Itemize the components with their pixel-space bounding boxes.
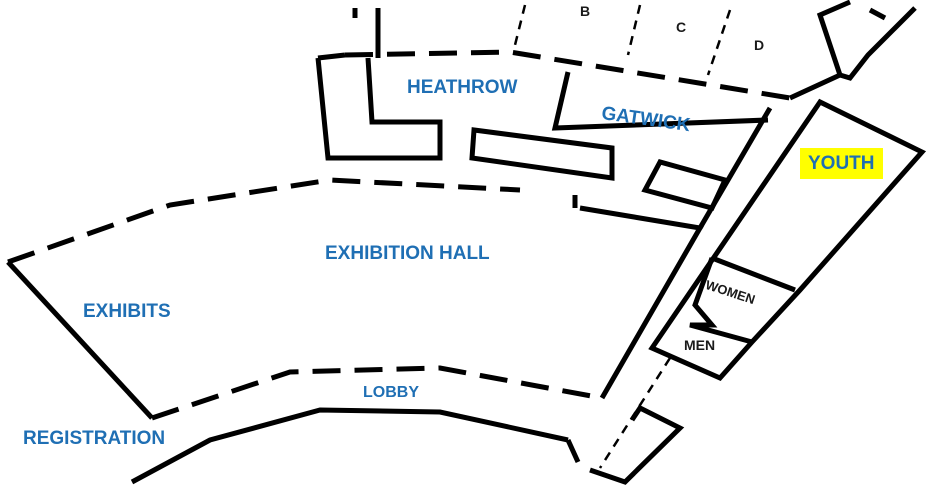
corridor-divider xyxy=(598,357,672,469)
room-label-heathrow: HEATHROW xyxy=(407,77,518,98)
lobby-outer-wall xyxy=(565,438,581,464)
room-label-men: MEN xyxy=(684,337,716,353)
room-wall xyxy=(816,0,851,76)
room-label-exhibits: EXHIBITS xyxy=(83,301,171,322)
gatwick-room xyxy=(551,71,769,131)
room-label-d: D xyxy=(754,37,765,53)
lobby-wall xyxy=(151,365,603,421)
restroom-wall xyxy=(711,255,796,293)
heathrow-room xyxy=(315,57,443,161)
room-divider xyxy=(706,9,732,76)
meeting-room xyxy=(469,127,615,181)
room-label-exhibition-hall: EXHIBITION HALL xyxy=(325,243,490,264)
room-label-c: C xyxy=(676,19,687,35)
room-wall xyxy=(317,52,346,61)
lobby-outer-wall xyxy=(130,407,569,485)
room-divider xyxy=(513,4,527,46)
room-wall xyxy=(788,6,917,101)
room-label-b: B xyxy=(580,3,591,19)
exhibition-hall-wall xyxy=(7,177,521,265)
room-label-youth: YOUTH xyxy=(800,148,883,179)
restroom-wall xyxy=(689,257,753,345)
room-divider xyxy=(626,4,642,56)
corridor-wall xyxy=(697,106,773,230)
room-wall xyxy=(344,49,791,101)
room-label-lobby: LOBBY xyxy=(363,384,419,401)
room-label-registration: REGISTRATION xyxy=(23,428,166,449)
exhibition-hall-wall xyxy=(6,260,154,420)
lobby-outer-wall xyxy=(589,404,685,485)
room-wall xyxy=(868,7,887,21)
